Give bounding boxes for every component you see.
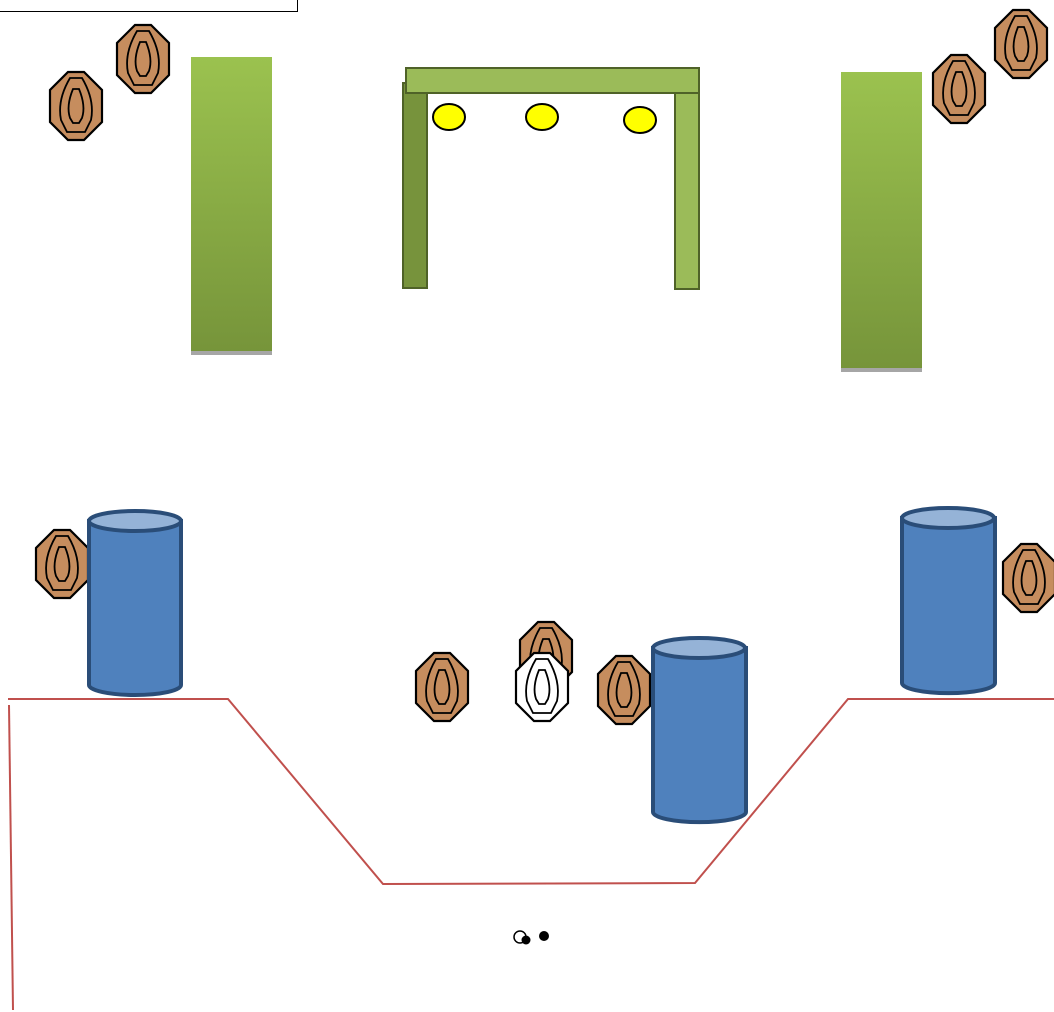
- popper-steel-2: [525, 103, 559, 131]
- paper-target-5: [34, 528, 90, 600]
- paper-target-9: [596, 654, 652, 726]
- wall-left: [191, 57, 272, 355]
- corner-label-box: [0, 0, 298, 12]
- paper-target-2: [48, 70, 104, 142]
- no-shoot-target: [514, 651, 570, 723]
- paper-target-1: [115, 23, 171, 95]
- barrel-left: [87, 509, 183, 697]
- popper-steel-1: [432, 103, 466, 131]
- wall-right: [841, 72, 922, 372]
- barrel-right: [900, 506, 997, 696]
- popper-steel-3: [623, 106, 657, 134]
- paper-target-8: [414, 651, 470, 723]
- paper-target-6: [1001, 542, 1054, 614]
- start-position-marker: [513, 930, 549, 945]
- steel-frame: [402, 67, 700, 290]
- fault-line: [8, 698, 1054, 1011]
- paper-target-4: [931, 53, 987, 125]
- barrel-center: [651, 636, 748, 825]
- paper-target-3: [993, 8, 1049, 80]
